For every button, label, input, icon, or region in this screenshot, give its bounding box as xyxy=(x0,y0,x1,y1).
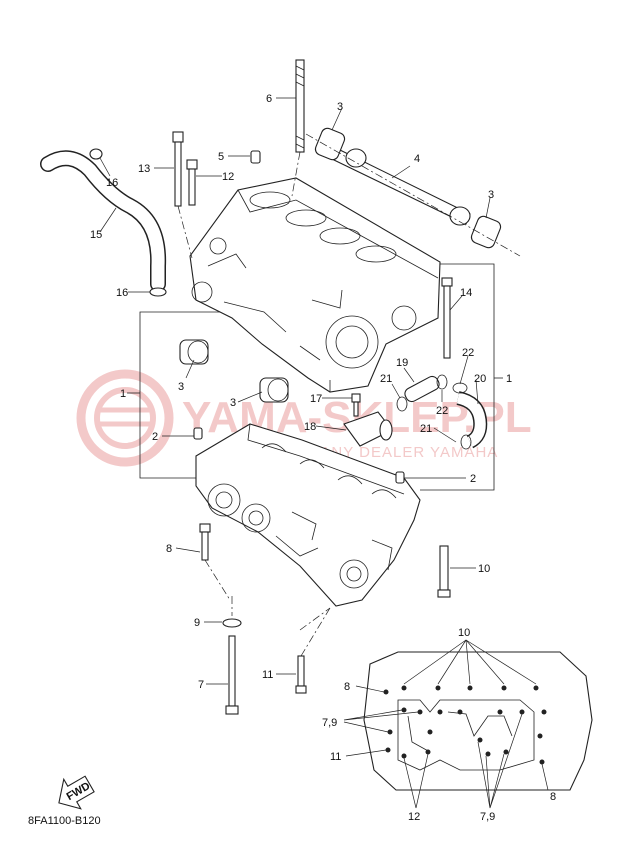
callout-13: 13 xyxy=(138,163,150,175)
callout-11-center: 11 xyxy=(262,669,273,681)
callout-3-top: 3 xyxy=(337,101,343,113)
callout-15: 15 xyxy=(90,229,102,241)
callout-3-center: 3 xyxy=(230,397,236,409)
callout-3-right: 3 xyxy=(488,189,494,201)
callout-2-right: 2 xyxy=(470,473,476,485)
callout-22-bottom: 22 xyxy=(436,405,448,417)
long-bolt-13 xyxy=(172,131,193,259)
callout-7-9-inset-bottom: 7,9 xyxy=(480,811,495,823)
callout-1-right: 1 xyxy=(506,373,512,385)
clip-22-lower xyxy=(436,374,448,390)
callout-1-left: 1 xyxy=(120,388,126,400)
callout-16-bottom: 16 xyxy=(116,287,128,299)
callout-8-left: 8 xyxy=(166,543,172,555)
hose-clamp-lower xyxy=(149,287,167,297)
bolt-pattern-inset xyxy=(343,639,593,809)
watermark-logo-icon xyxy=(76,369,174,467)
callout-leaders xyxy=(99,97,491,685)
callout-4: 4 xyxy=(414,153,420,165)
callout-18: 18 xyxy=(304,421,316,433)
callout-3-left: 3 xyxy=(178,381,184,393)
callout-16-top: 16 xyxy=(106,177,118,189)
assembly-bracket-right xyxy=(420,263,503,491)
callout-10-right: 10 xyxy=(478,563,490,575)
callout-labels: 6 3 13 5 12 16 4 3 15 16 14 19 22 21 20 … xyxy=(90,93,556,823)
mount-rubber-center xyxy=(259,377,289,403)
clip-21-lower xyxy=(460,434,472,450)
callout-22-top: 22 xyxy=(462,347,474,359)
callout-8-inset-left: 8 xyxy=(344,681,350,693)
dowel-pin-5 xyxy=(250,150,261,164)
callout-12-top: 12 xyxy=(222,171,234,183)
callout-19: 19 xyxy=(396,357,408,369)
clip-21-upper xyxy=(396,396,408,412)
dowel-pin-2-right xyxy=(395,471,405,484)
callout-6: 6 xyxy=(266,93,272,105)
callout-21-bottom: 21 xyxy=(420,423,432,435)
dowel-pin-2-left xyxy=(193,427,203,440)
callout-10-inset: 10 xyxy=(458,627,470,639)
bolt-10 xyxy=(437,545,451,598)
water-pipe-19 xyxy=(404,375,440,403)
bolt-8 xyxy=(199,523,231,601)
callout-14: 14 xyxy=(460,287,472,299)
callout-11-inset: 11 xyxy=(330,751,341,763)
joint-18 xyxy=(343,411,393,447)
callout-20: 20 xyxy=(474,373,486,385)
callout-7-9-inset-left: 7,9 xyxy=(322,717,337,729)
diagram-code: 8FA1100-B120 xyxy=(28,815,101,827)
callout-8-inset-right: 8 xyxy=(550,791,556,803)
callout-5: 5 xyxy=(218,151,224,163)
bolt-11 xyxy=(295,607,331,694)
callout-21-top: 21 xyxy=(380,373,392,385)
callout-9: 9 xyxy=(194,617,200,629)
hose-clamp-upper xyxy=(89,148,103,160)
breather-hose xyxy=(40,150,167,292)
washer-9 xyxy=(222,618,242,628)
forward-arrow-icon: FWD xyxy=(58,775,95,810)
engine-mount-shaft xyxy=(305,127,521,257)
water-pipe-20 xyxy=(456,391,488,449)
lower-crankcase xyxy=(195,423,421,607)
bolt-14 xyxy=(441,277,453,359)
callout-2-left: 2 xyxy=(152,431,158,443)
callout-17: 17 xyxy=(310,393,322,405)
bolt-7 xyxy=(225,635,239,715)
upper-crankcase xyxy=(189,177,441,393)
mount-rubber-left xyxy=(179,339,209,365)
stud-bolt xyxy=(291,59,305,197)
bolt-12 xyxy=(186,159,198,206)
callout-7: 7 xyxy=(198,679,204,691)
callout-12-inset: 12 xyxy=(408,811,420,823)
assembly-bracket-left xyxy=(127,311,220,479)
